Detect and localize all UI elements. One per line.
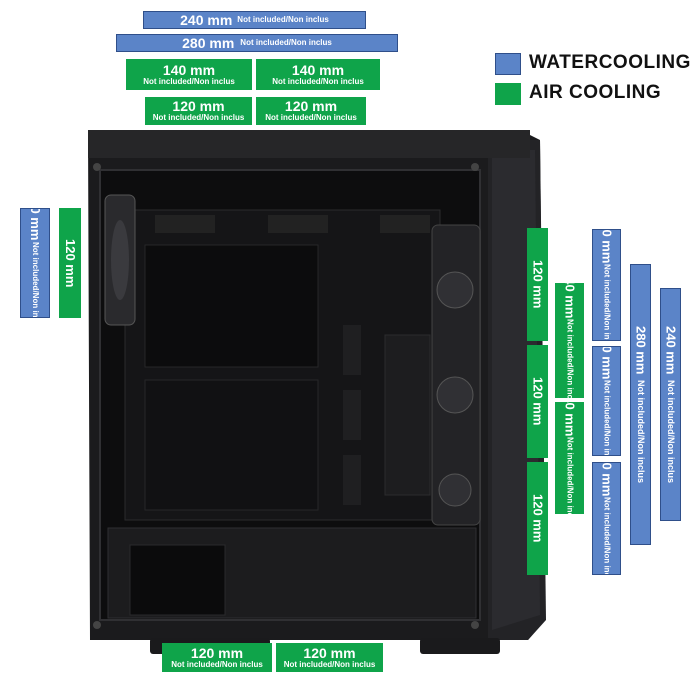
front-aircooling-120-bottom: 120 mm	[527, 462, 548, 575]
top-aircooling-140-right: 140 mm Not included/Non inclus	[256, 59, 380, 90]
note-text: Not included/Non inclus	[283, 659, 376, 669]
note-text: Not included/Non inclus	[666, 380, 677, 484]
size-text: 120 mm	[530, 260, 546, 309]
rear-aircooling-120: 120 mm	[59, 208, 81, 318]
note-text: Not included/Non inclus	[240, 37, 332, 47]
bottom-aircooling-120-right: 120 mm Not included/Non inclus	[276, 643, 383, 672]
note-text: Not included/Non inclus	[636, 380, 647, 484]
legend-swatch-aircooling	[495, 83, 521, 105]
front-aircooling-120-top: 120 mm	[527, 228, 548, 341]
front-watercooling-120-bottom: 120 mm Not included/Non inclus	[592, 462, 621, 575]
top-watercooling-280: 280 mm Not included/Non inclus	[116, 34, 398, 52]
size-text: 140 mm	[162, 61, 216, 78]
size-text: 120 mm	[62, 238, 78, 288]
top-aircooling-120-left: 120 mm Not included/Non inclus	[145, 97, 252, 125]
size-text: 240 mm	[663, 325, 679, 375]
size-text: 120 mm	[190, 644, 244, 661]
size-text: 120 mm	[599, 462, 615, 497]
note-text: Not included/Non inclus	[272, 76, 364, 86]
front-aircooling-120-middle: 120 mm	[527, 345, 548, 458]
front-watercooling-240: 240 mm Not included/Non inclus	[660, 288, 681, 521]
rear-watercooling-120: 120 mm Not included/Non inclus	[20, 208, 50, 318]
front-watercooling-280: 280 mm Not included/Non inclus	[630, 264, 651, 545]
size-text: 120 mm	[530, 377, 546, 426]
size-text: 240 mm	[180, 11, 233, 28]
front-aircooling-140-bottom: 140 mm Not included/Non inclus	[555, 402, 584, 514]
size-text: 280 mm	[633, 325, 649, 375]
note-text: Not included/Non inclus	[143, 76, 235, 86]
note-text: Not included/Non inclus	[602, 379, 612, 456]
front-watercooling-120-middle: 120 mm Not included/Non inclus	[592, 346, 621, 456]
bottom-aircooling-120-left: 120 mm Not included/Non inclus	[162, 643, 272, 672]
note-text: Not included/Non inclus	[565, 436, 575, 514]
size-text: 280 mm	[182, 34, 235, 51]
size-text: 120 mm	[172, 98, 225, 115]
size-text: 120 mm	[303, 644, 356, 661]
top-aircooling-140-left: 140 mm Not included/Non inclus	[126, 59, 252, 90]
legend-label-aircooling: AIR COOLING	[529, 82, 662, 103]
front-watercooling-120-top: 120 mm Not included/Non inclus	[592, 229, 621, 341]
note-text: Not included/Non inclus	[602, 263, 612, 341]
note-text: Not included/Non inclus	[152, 113, 245, 123]
size-text: 140 mm	[562, 283, 578, 319]
case-foot-right	[420, 638, 500, 654]
size-text: 140 mm	[291, 61, 345, 78]
size-text: 120 mm	[284, 98, 338, 115]
front-aircooling-140-top: 140 mm Not included/Non inclus	[555, 283, 584, 398]
note-text: Not included/Non inclus	[31, 242, 41, 318]
top-watercooling-240: 240 mm Not included/Non inclus	[143, 11, 366, 29]
size-text: 120 mm	[530, 494, 546, 543]
legend-swatch-watercooling	[495, 53, 521, 75]
size-text: 120 mm	[27, 208, 43, 241]
note-text: Not included/Non inclus	[602, 497, 612, 575]
note-text: Not included/Non inclus	[237, 14, 329, 24]
top-aircooling-120-right: 120 mm Not included/Non inclus	[256, 97, 366, 125]
size-text: 120 mm	[599, 229, 615, 263]
size-text: 140 mm	[562, 402, 578, 436]
note-text: Not included/Non inclus	[171, 659, 263, 669]
note-text: Not included/Non inclus	[265, 113, 357, 123]
size-text: 120 mm	[599, 346, 615, 379]
note-text: Not included/Non inclus	[565, 319, 575, 398]
legend-label-watercooling: WATERCOOLING	[529, 52, 691, 73]
